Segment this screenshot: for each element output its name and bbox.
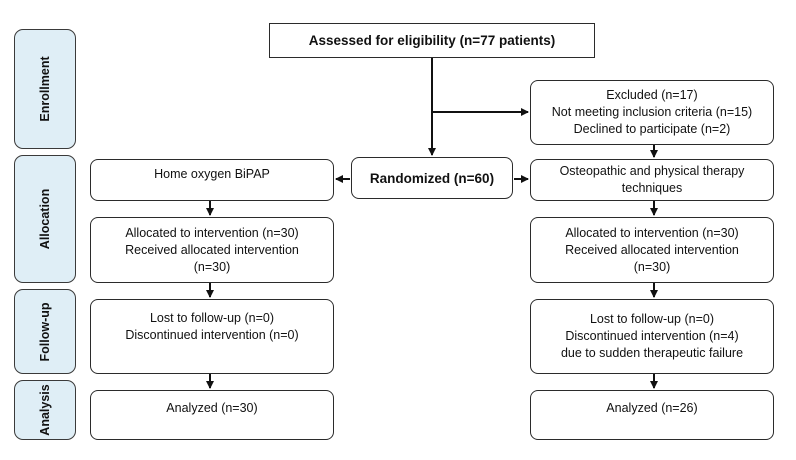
assessed-box: Assessed for eligibility (n=77 patients) <box>269 23 595 58</box>
left-received-n: (n=30) <box>193 259 231 274</box>
excluded-line1: Excluded (n=17) <box>606 88 698 102</box>
stage-followup-label: Follow-up <box>38 301 52 362</box>
left-analysis-box: Analyzed (n=30) <box>90 390 334 440</box>
right-discontinued-reason: due to sudden therapeutic failure <box>560 346 744 360</box>
randomized-box: Randomized (n=60) <box>351 157 513 199</box>
excluded-box: Excluded (n=17) Not meeting inclusion cr… <box>530 80 774 145</box>
left-group-label: Home oxygen BiPAP <box>154 167 270 181</box>
left-received: Received allocated intervention <box>125 242 299 257</box>
right-discontinued: Discontinued intervention (n=4) <box>565 329 739 343</box>
randomized-text: Randomized (n=60) <box>369 170 495 186</box>
right-analysis-box: Analyzed (n=26) <box>530 390 774 440</box>
stage-enrollment: Enrollment <box>14 29 76 149</box>
stage-analysis: Analysis <box>14 380 76 440</box>
assessed-text: Assessed for eligibility (n=77 patients) <box>308 33 556 48</box>
left-allocation-box: Allocated to intervention (n=30) Receive… <box>90 217 334 283</box>
excluded-line2: Not meeting inclusion criteria (n=15) <box>551 105 753 119</box>
right-analyzed: Analyzed (n=26) <box>606 401 698 415</box>
right-allocated: Allocated to intervention (n=30) <box>565 225 739 240</box>
right-received: Received allocated intervention <box>565 242 739 257</box>
right-followup-box: Lost to follow-up (n=0) Discontinued int… <box>530 299 774 374</box>
right-group-line1: Osteopathic and physical therapy <box>559 164 745 178</box>
stage-followup: Follow-up <box>14 289 76 374</box>
left-followup-box: Lost to follow-up (n=0) Discontinued int… <box>90 299 334 374</box>
stage-allocation: Allocation <box>14 155 76 283</box>
left-group-box: Home oxygen BiPAP <box>90 159 334 201</box>
stage-enrollment-label: Enrollment <box>38 56 52 122</box>
excluded-line3: Declined to participate (n=2) <box>573 122 731 136</box>
right-lost: Lost to follow-up (n=0) <box>589 312 715 326</box>
right-group-box: Osteopathic and physical therapy techniq… <box>530 159 774 201</box>
stage-analysis-label: Analysis <box>38 384 52 436</box>
right-received-n: (n=30) <box>633 259 671 274</box>
left-allocated: Allocated to intervention (n=30) <box>125 225 299 240</box>
right-allocation-box: Allocated to intervention (n=30) Receive… <box>530 217 774 283</box>
left-discontinued: Discontinued intervention (n=0) <box>125 328 299 342</box>
left-lost: Lost to follow-up (n=0) <box>149 311 275 325</box>
right-group-line2: techniques <box>621 181 683 195</box>
left-analyzed: Analyzed (n=30) <box>166 401 258 415</box>
stage-allocation-label: Allocation <box>38 188 52 250</box>
